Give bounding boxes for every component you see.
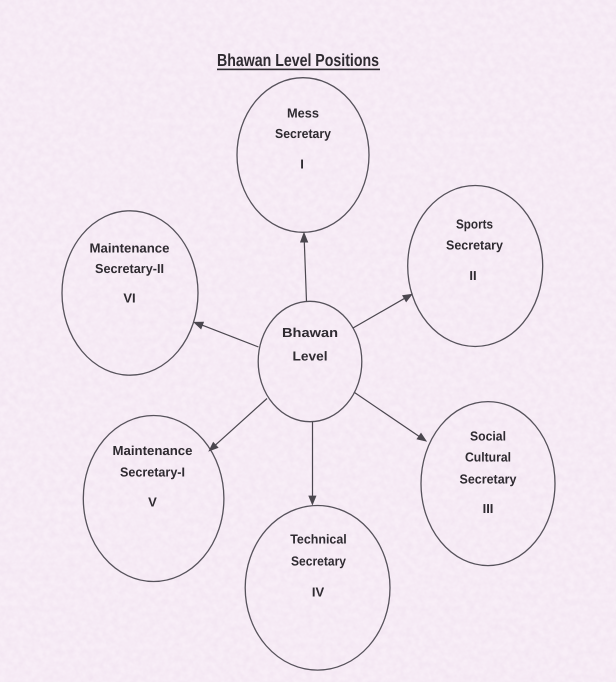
svg-text:VI: VI xyxy=(123,291,135,306)
svg-text:Bhawan Level Positions: Bhawan Level Positions xyxy=(217,50,379,70)
svg-text:Secretary-I: Secretary-I xyxy=(120,465,185,480)
svg-text:II: II xyxy=(469,268,476,283)
svg-text:Secretary: Secretary xyxy=(446,238,504,253)
svg-text:Maintenance: Maintenance xyxy=(90,241,170,256)
svg-text:Cultural: Cultural xyxy=(465,450,511,465)
svg-text:IV: IV xyxy=(312,584,325,599)
svg-text:V: V xyxy=(148,494,157,509)
svg-text:Social: Social xyxy=(470,429,506,444)
svg-text:Technical: Technical xyxy=(290,532,347,547)
svg-text:Secretary: Secretary xyxy=(460,471,518,486)
svg-text:Maintenance: Maintenance xyxy=(113,443,193,458)
svg-text:Bhawan: Bhawan xyxy=(282,325,338,340)
svg-text:III: III xyxy=(483,501,494,516)
svg-text:Level: Level xyxy=(293,349,328,364)
svg-text:Secretary-II: Secretary-II xyxy=(95,261,164,276)
svg-text:Secretary: Secretary xyxy=(291,554,347,569)
svg-text:Secretary: Secretary xyxy=(275,126,332,141)
svg-text:I: I xyxy=(300,156,304,171)
svg-text:Mess: Mess xyxy=(287,106,319,121)
svg-text:Sports: Sports xyxy=(456,217,493,232)
